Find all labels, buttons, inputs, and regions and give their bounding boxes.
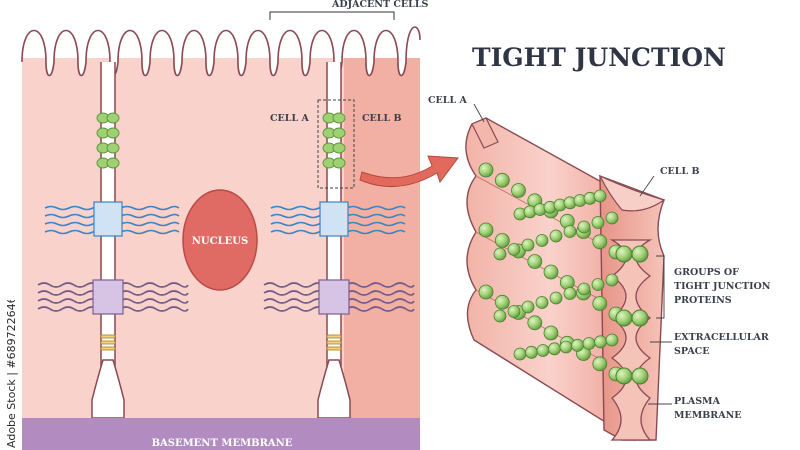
protein-bead bbox=[571, 338, 584, 352]
protein-bead bbox=[549, 229, 563, 243]
protein-bead bbox=[521, 238, 535, 252]
protein-bead bbox=[535, 296, 549, 309]
protein-strands bbox=[478, 162, 624, 382]
protein-bead bbox=[494, 172, 510, 188]
adjacent-cells-bracket bbox=[269, 11, 395, 20]
adherens-plaque-left bbox=[93, 201, 123, 237]
protein-bead bbox=[507, 243, 521, 256]
tight-junction-beads-right bbox=[322, 112, 346, 169]
protein-bead bbox=[478, 284, 494, 300]
protein-bead bbox=[494, 233, 510, 248]
protein-bead bbox=[591, 278, 605, 291]
plasma-label-line2: MEMBRANE bbox=[674, 410, 742, 421]
plasma-label-line1: PLASMA bbox=[674, 396, 721, 407]
protein-bead bbox=[577, 282, 591, 296]
protein-bead bbox=[549, 291, 563, 305]
protein-bead bbox=[478, 222, 494, 238]
protein-bead bbox=[563, 287, 577, 300]
protein-bead bbox=[593, 189, 607, 203]
cell-b-top-flap bbox=[598, 174, 666, 212]
basement-membrane bbox=[22, 418, 420, 450]
adherens-plaque-right bbox=[319, 201, 349, 237]
microvilli-outline bbox=[21, 26, 421, 77]
groups-label-line3: PROTEINS bbox=[674, 295, 732, 306]
protein-bead bbox=[582, 337, 596, 350]
protein-bead bbox=[594, 335, 607, 349]
protein-bead bbox=[592, 356, 608, 372]
protein-bead bbox=[527, 254, 543, 269]
protein-bead bbox=[592, 234, 608, 250]
protein-bead bbox=[559, 340, 573, 354]
protein-bead bbox=[559, 275, 575, 290]
cell-b-label: CELL B bbox=[362, 113, 402, 124]
protein-bead bbox=[543, 264, 559, 280]
desmosome-plaque-left bbox=[92, 279, 124, 315]
protein-bead bbox=[478, 162, 494, 178]
nucleus bbox=[182, 189, 258, 291]
cell-b-region bbox=[344, 58, 420, 418]
detail-leader-lines bbox=[473, 103, 672, 405]
basement-membrane-label: BASEMENT MEMBRANE bbox=[152, 438, 293, 449]
stock-watermark: Adobe Stock | #689722646 bbox=[5, 300, 18, 448]
zoom-selection-box bbox=[317, 99, 355, 189]
stock-watermark-text: Adobe Stock | #689722646 bbox=[5, 300, 18, 448]
page-title: TIGHT JUNCTION bbox=[472, 43, 726, 72]
protein-bead bbox=[493, 309, 507, 323]
protein-bead bbox=[536, 344, 550, 357]
detail-cell-a-label: CELL A bbox=[428, 95, 467, 106]
protein-bead bbox=[577, 220, 591, 234]
protein-bead bbox=[563, 225, 577, 238]
protein-bead bbox=[548, 342, 561, 356]
protein-bead bbox=[605, 333, 619, 347]
protein-bead bbox=[605, 273, 619, 287]
tight-junction-beads-left bbox=[96, 112, 120, 169]
desmosome-plaque-right bbox=[318, 279, 350, 315]
protein-bead bbox=[521, 300, 535, 314]
groups-label-line1: GROUPS OF bbox=[674, 267, 739, 278]
protein-bead bbox=[591, 216, 605, 229]
gap-junction-left bbox=[100, 334, 116, 351]
protein-bead bbox=[543, 325, 559, 341]
protein-bead bbox=[605, 211, 619, 225]
tight-junction-detail: CELL A CELL B GROUPS OF TIGHT JUNCTION P… bbox=[428, 95, 771, 442]
protein-bead bbox=[535, 234, 549, 247]
extracellular-label-line2: SPACE bbox=[674, 346, 710, 357]
extracellular-label-line1: EXTRACELLULAR bbox=[674, 332, 769, 343]
cell-a-top-flap bbox=[471, 117, 499, 149]
protein-bead bbox=[513, 347, 527, 361]
protein-bead bbox=[494, 294, 510, 310]
gap-junction-right bbox=[326, 334, 342, 351]
adjacent-cells-label: ADJACENT CELLS bbox=[331, 0, 428, 10]
junction-edge-beads bbox=[615, 245, 649, 385]
protein-bead bbox=[493, 247, 507, 261]
zoom-arrow bbox=[359, 155, 459, 188]
protein-bead bbox=[527, 315, 543, 331]
protein-bead bbox=[511, 183, 526, 198]
protein-bead bbox=[525, 345, 538, 359]
nucleus-label: NUCLEUS bbox=[192, 236, 248, 247]
detail-cell-b-label: CELL B bbox=[660, 166, 700, 177]
protein-bead bbox=[592, 296, 608, 311]
extracellular-space bbox=[609, 239, 653, 441]
cell-a-label: CELL A bbox=[270, 113, 309, 124]
groups-label-line2: TIGHT JUNCTION bbox=[674, 281, 771, 292]
protein-bead bbox=[507, 305, 521, 318]
epithelium-illustration: NUCLEUS BASEMENT MEMBRANE ADJACENT CELLS… bbox=[21, 0, 428, 450]
microvilli bbox=[22, 0, 420, 76]
